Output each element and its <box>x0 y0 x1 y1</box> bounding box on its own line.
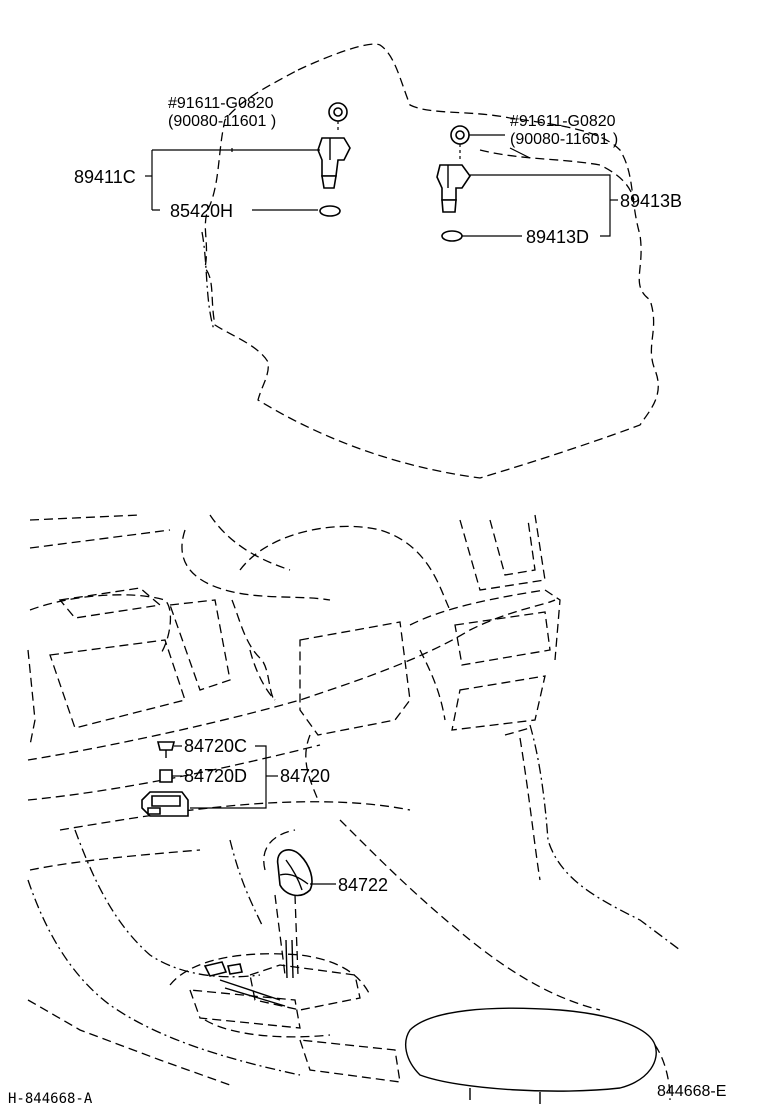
bolt-right <box>450 125 505 160</box>
shift-slot <box>203 961 286 1007</box>
transmission-outline <box>201 43 659 479</box>
dashboard-outline <box>27 514 681 1104</box>
bracket-left <box>145 148 320 211</box>
fastener-note-right: #91611-G0820 <box>510 113 616 130</box>
footer-left-code: H-844668-A <box>8 1091 93 1107</box>
bracket-right <box>462 147 618 237</box>
knob-switch-label: 84722 <box>338 875 388 895</box>
speed-sensor-right <box>436 164 471 213</box>
switch-84720 <box>141 791 189 817</box>
switch-part-d-label: 84720D <box>184 766 247 786</box>
bolt-left <box>328 102 348 132</box>
cap-84720d <box>159 769 182 783</box>
fastener-alt-left: (90080-11601 ) <box>168 113 276 130</box>
speed-sensor-left <box>317 137 351 189</box>
switch-assy-label: 84720 <box>280 766 330 786</box>
oring-right <box>441 230 463 242</box>
sensor-label-right: 89413B <box>620 191 682 211</box>
switch-part-c-label: 84720C <box>184 736 247 756</box>
bracket-84720 <box>190 745 278 809</box>
oring-label-left: 85420H <box>170 201 233 221</box>
shift-knob-84722 <box>263 829 336 979</box>
oring-left <box>319 205 341 217</box>
footer-right-code: 844668-E <box>657 1083 726 1100</box>
fastener-note-left: #91611-G0820 <box>168 95 274 112</box>
oring-label-right: 89413D <box>526 227 589 247</box>
clip-84720c <box>156 741 182 758</box>
sensor-label-left: 89411C <box>74 167 136 187</box>
fastener-alt-right: (90080-11601 ) <box>510 131 618 148</box>
